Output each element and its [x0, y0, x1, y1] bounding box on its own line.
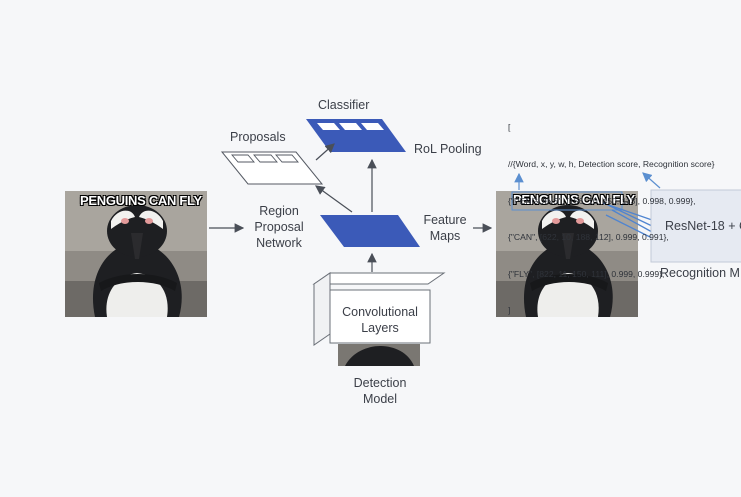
output-json-block: [ //{Word, x, y, w, h, Detection score, … — [508, 122, 715, 316]
proposals-plane — [220, 151, 324, 185]
recognition-box — [650, 189, 741, 263]
recognition-connectors — [599, 201, 653, 239]
flow-arrows — [209, 143, 493, 272]
recognition-box-label: ResNet-18 + C — [665, 219, 741, 233]
convolutional-layers-label: Convolutional Layers — [342, 305, 418, 335]
proposals-label: Proposals — [230, 130, 286, 144]
detection-model-label: Detection Model — [353, 376, 407, 406]
input-image — [65, 191, 207, 317]
feature-maps-plane — [320, 215, 420, 247]
region-proposal-network-label: Region Proposal Network — [254, 204, 304, 250]
feature-maps-label: Feature Maps — [423, 213, 467, 243]
convolutional-layers-box — [312, 272, 446, 366]
classifier-label: Classifier — [318, 98, 370, 112]
input-meme-text: PENGUINS CAN FLY — [80, 193, 202, 208]
recognition-model-label: Recognition M — [660, 266, 740, 280]
roi-pooling-plane — [306, 119, 406, 152]
output-image — [496, 191, 638, 317]
roi-pooling-label: RoL Pooling — [414, 142, 482, 156]
arrow-icon — [642, 172, 661, 189]
output-meme-text: PENGUINS CAN FLY — [513, 192, 635, 207]
